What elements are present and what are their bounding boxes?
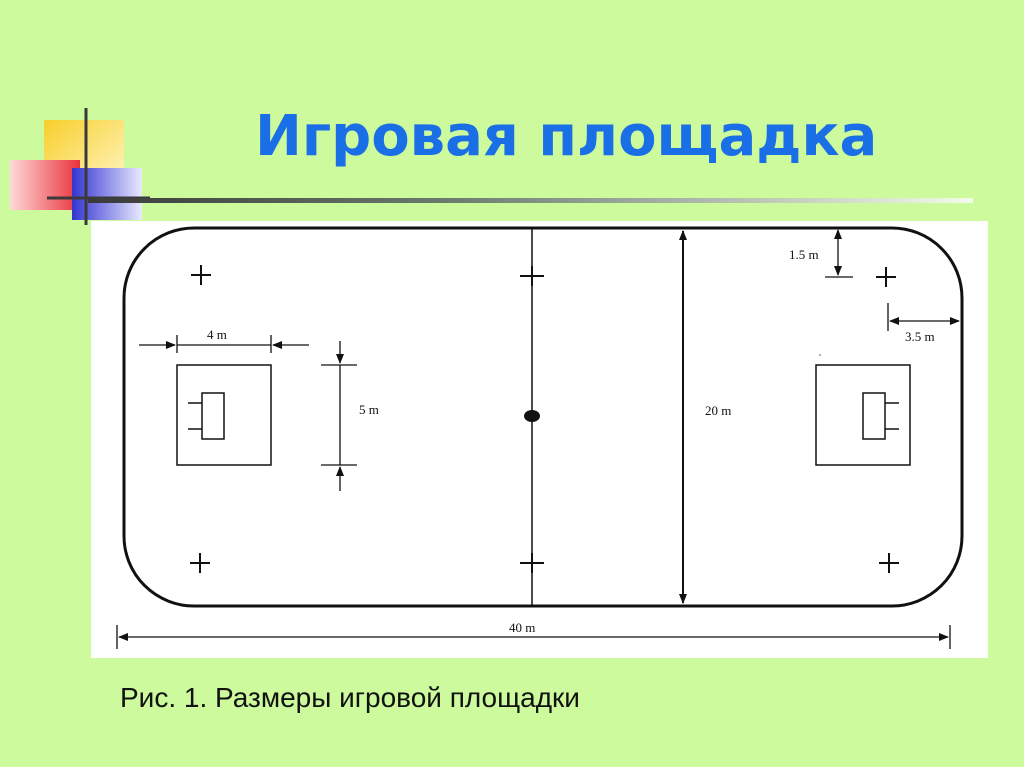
goal-width-dimension — [139, 335, 309, 353]
field-width-label: 20 m — [705, 403, 731, 418]
cross-mark — [520, 553, 544, 573]
goal-width-label: 4 m — [207, 327, 227, 342]
center-spot — [524, 410, 540, 422]
left-goal — [201, 392, 225, 440]
cross-mark — [191, 265, 211, 285]
cross-side-offset-dimension — [887, 303, 960, 331]
right-goal-area — [815, 364, 911, 466]
page-title: Игровая площадка — [255, 104, 878, 169]
field-length-label: 40 m — [509, 620, 535, 635]
cross-mark — [876, 267, 896, 287]
goal-depth-dimension — [321, 341, 357, 491]
goal-depth-label: 5 m — [359, 402, 379, 417]
left-goal-area — [176, 364, 272, 466]
cross-mark — [520, 266, 544, 286]
right-goal — [862, 392, 886, 440]
field-diagram-svg: 4 m 5 m 20 m 40 m 1.5 m — [116, 226, 964, 649]
field-outline — [122, 226, 964, 608]
decorative-squares-icon — [10, 108, 150, 225]
figure-caption: Рис. 1. Размеры игровой площадки — [120, 682, 580, 713]
cross-side-offset-label: 3.5 m — [905, 329, 935, 344]
title-divider — [88, 198, 973, 203]
cross-mark — [879, 553, 899, 573]
field-length-dimension — [116, 625, 951, 649]
cross-end-offset-dimension — [825, 229, 853, 278]
cross-end-offset-label: 1.5 m — [789, 247, 819, 262]
face-off-crosses — [190, 265, 899, 573]
field-diagram: 4 m 5 m 20 m 40 m 1.5 m — [91, 221, 988, 658]
cross-mark — [190, 553, 210, 573]
